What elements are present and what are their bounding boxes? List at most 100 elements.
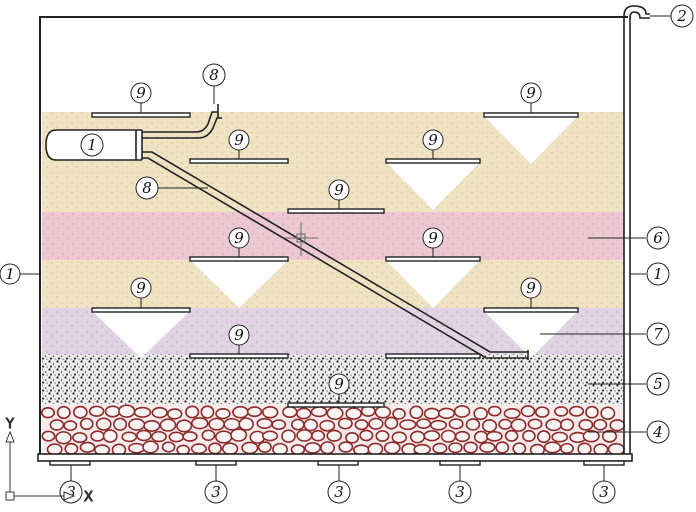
svg-text:3: 3 [66,483,76,501]
void-2 [386,162,480,210]
gravel-stone [176,419,193,433]
svg-text:9: 9 [334,375,344,393]
gravel-stone [104,405,121,418]
callout-9: 9 [228,129,250,151]
gravel-stone [503,407,521,420]
gravel-stone [423,430,441,442]
svg-text:3: 3 [334,483,344,501]
ucs-y-label: Y [5,417,14,432]
gravel-stone [72,432,88,444]
gravel-stone [392,408,406,420]
gravel-stone [554,406,569,417]
ucs-axis-icon: Y X [5,417,94,506]
gravel-stone [151,430,167,443]
svg-text:3: 3 [455,483,465,501]
gravel-stone [55,431,72,445]
void-5 [92,311,190,358]
gravel-stone [72,405,88,419]
gravel-stone [121,431,138,443]
baffle [385,256,481,262]
gravel-stone [430,419,448,431]
svg-text:9: 9 [428,131,438,149]
gravel-stone [577,442,592,456]
gravel-stone [118,404,136,418]
gravel-stone [338,441,354,453]
gravel-stone [182,431,198,442]
callout-1-inlet: 1 [80,133,104,157]
gravel-stone [166,408,183,420]
baffle [287,402,385,408]
gravel-stone [79,441,96,453]
gravel-stone [49,419,65,431]
gravel-stone [41,430,56,442]
callout-3: 3 [448,480,472,504]
gravel-stone [582,429,600,443]
callout-9: 9 [228,227,250,249]
gravel-stone [223,417,241,431]
gravel-stone [481,419,498,433]
gravel-stone [536,430,551,444]
gravel-stone [487,405,502,417]
gravel-stone [495,441,510,454]
gravel-stone [271,419,287,430]
callout-9: 9 [130,277,152,299]
gravel-stone [375,430,390,442]
support-foot [583,460,625,466]
callout-9: 9 [422,129,444,151]
tank-floor [37,453,633,462]
gravel-stone [437,407,456,420]
callout-9: 9 [422,227,444,249]
gravel-stone [448,442,463,454]
gravel-stone [448,418,464,430]
gravel-stone [46,443,63,456]
callout-9: 9 [520,277,542,299]
gravel-stone [128,418,146,431]
gravel-stone [282,405,298,419]
callout-1-left-wall: 1 [0,263,21,285]
gravel-stone [463,441,478,454]
gravel-stone [232,405,249,419]
gravel-stone [578,419,594,431]
baffle [287,208,385,214]
gravel-stone [432,442,448,454]
baffle [483,112,579,118]
gravel-stone [311,429,326,442]
svg-text:3: 3 [211,483,221,501]
svg-text:9: 9 [334,181,344,199]
gravel-stone [113,417,128,431]
gravel-stone [423,407,440,420]
callout-7: 7 [646,322,670,346]
gravel-stone [201,429,216,442]
upper-branch [142,111,222,139]
gravel-stone [221,442,239,456]
gravel-stone [413,443,431,455]
gravel-stone [290,418,305,431]
baffle [189,158,289,164]
gravel-stone [345,407,363,420]
gravel-stone [560,418,575,432]
gravel-stone [208,417,225,431]
gravel-stone [281,429,296,443]
gravel-stone [133,406,152,418]
gravel-stone [230,428,248,442]
gravel-stone [368,417,384,430]
svg-text:8: 8 [142,179,152,197]
gravel-stone [359,429,374,442]
baffle [189,353,289,359]
void-1 [484,116,578,164]
gravel-stone [440,429,457,443]
gravel-stone [486,430,503,442]
callout-9: 9 [228,324,250,346]
void-4 [386,260,480,308]
svg-text:1: 1 [653,265,663,283]
gravel-stone [215,430,233,444]
gravel-stone [79,417,94,431]
gravel-stone [191,417,209,430]
gravel-stone [374,405,392,419]
callout-3: 3 [327,480,351,504]
svg-text:9: 9 [428,229,438,247]
gravel-stone [200,405,215,419]
gravel-stone [262,405,279,419]
baffle [385,353,481,359]
gravel-stone [159,418,177,432]
